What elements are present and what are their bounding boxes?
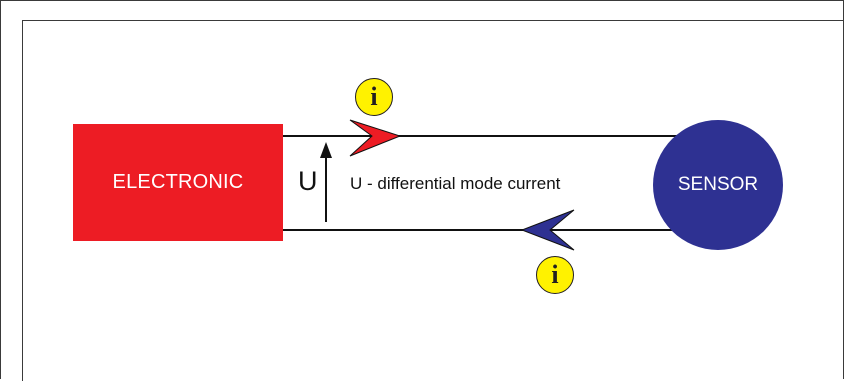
electronic-label: ELECTRONIC [112, 171, 244, 193]
info-icon-glyph: i [551, 260, 559, 289]
forward-current-arrow [349, 119, 402, 157]
inner-frame [22, 20, 843, 381]
diagram-caption: U - differential mode current [350, 174, 561, 193]
electronic-block: ELECTRONIC [73, 124, 283, 241]
info-icon[interactable]: i [355, 78, 393, 116]
info-icon-glyph: i [370, 82, 378, 111]
info-icon[interactable]: i [536, 256, 574, 294]
voltage-symbol: U [298, 166, 318, 196]
return-current-arrow [520, 209, 575, 251]
voltage-arrow-head [320, 142, 332, 158]
sensor-label: SENSOR [677, 174, 759, 195]
sensor-block: SENSOR [653, 120, 783, 250]
